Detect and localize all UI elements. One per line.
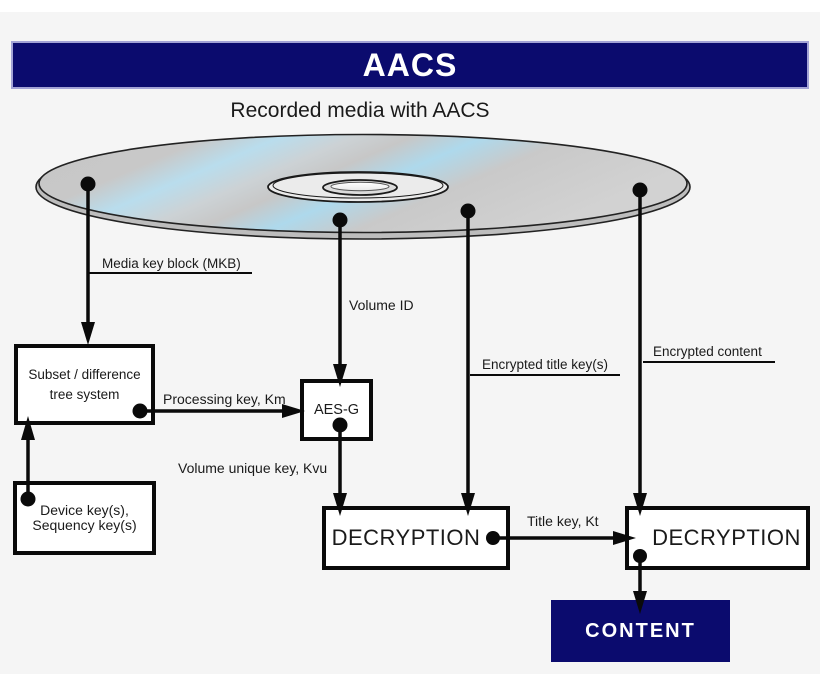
connection-dot xyxy=(460,203,476,219)
title-key-label: Title key, Kt xyxy=(527,513,599,529)
subset-box-line1: Subset / difference xyxy=(28,366,141,382)
encrypted-title-key-label: Encrypted title key(s) xyxy=(482,357,609,372)
disc-hole-inner xyxy=(330,181,390,192)
banner-title: AACS xyxy=(362,46,458,83)
device-box-line1: Device key(s), xyxy=(40,501,129,518)
decryption-box-1: DECRYPTION xyxy=(322,506,510,570)
arrow-mkb-head xyxy=(81,322,95,345)
connection-dot xyxy=(80,176,96,192)
title-banner: AACS xyxy=(11,41,809,89)
disc-edge xyxy=(35,134,691,240)
encrypted-content-label: Encrypted content xyxy=(653,344,762,359)
disc-hub-rim xyxy=(272,172,444,199)
media-key-block-label: Media key block (MKB) xyxy=(102,256,241,271)
device-box-line2: Sequency key(s) xyxy=(32,517,137,533)
top-margin xyxy=(0,0,820,12)
disc-hole xyxy=(322,179,398,196)
connection-dot xyxy=(332,212,348,228)
decryption-box-2: DECRYPTION xyxy=(625,506,810,570)
disc-surface xyxy=(38,133,688,234)
bottom-margin xyxy=(0,674,820,678)
subset-box-line2: tree system xyxy=(49,386,120,402)
device-keys-box: Device key(s), Sequency key(s) xyxy=(13,481,156,555)
volume-id-label: Volume ID xyxy=(349,297,414,313)
disc-hub xyxy=(267,171,449,203)
subset-difference-tree-box: Subset / difference tree system xyxy=(14,344,155,425)
volume-unique-key-label: Volume unique key, Kvu xyxy=(178,460,328,476)
content-box: CONTENT xyxy=(551,600,730,662)
processing-key-label: Processing key, Km xyxy=(163,391,286,407)
connection-dot xyxy=(632,182,648,198)
aes-g-box: AES-G xyxy=(300,379,373,441)
diagram-subtitle: Recorded media with AACS xyxy=(230,99,490,122)
